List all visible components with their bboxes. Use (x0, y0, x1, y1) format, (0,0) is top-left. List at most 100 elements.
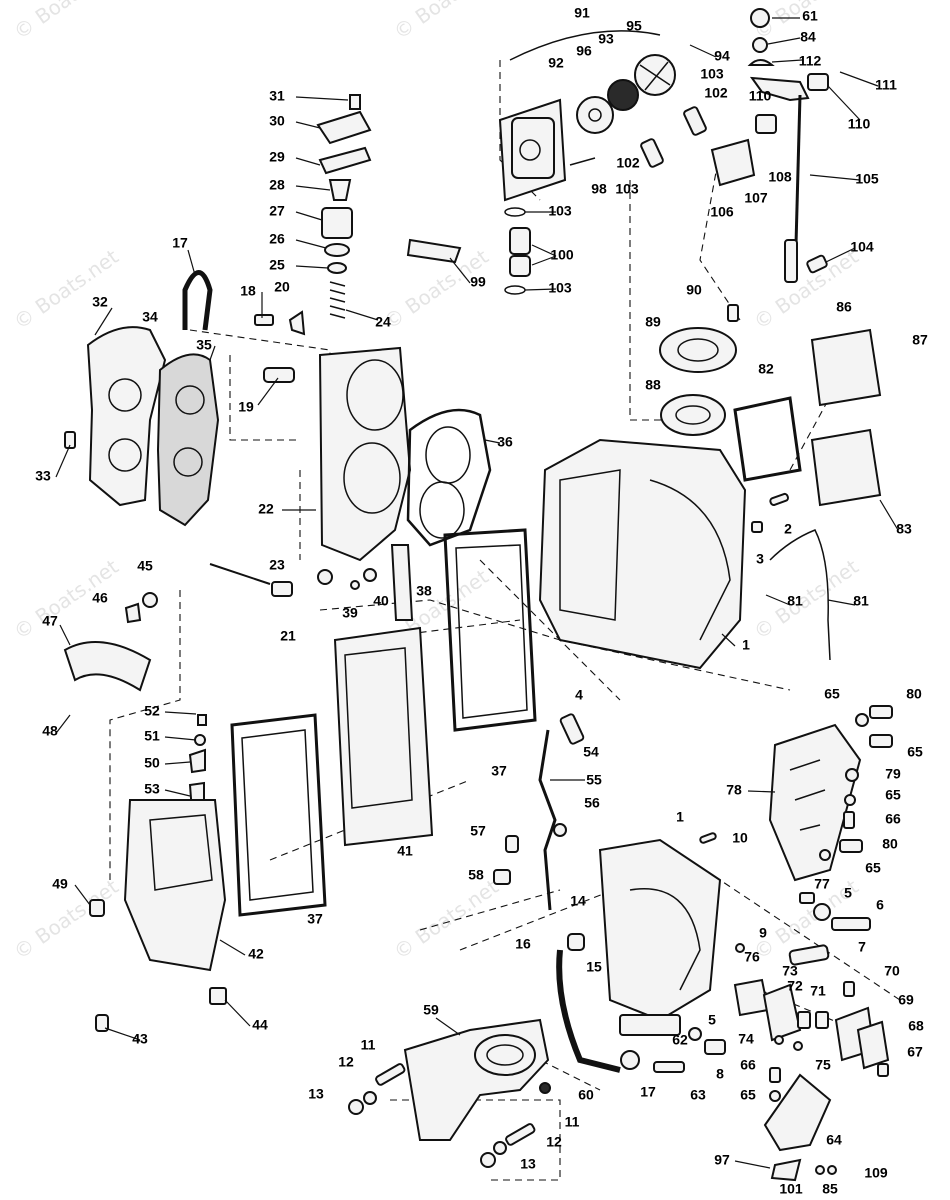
exhaust-cover-group (230, 528, 537, 917)
callout-22: 22 (258, 501, 274, 517)
callout-33: 33 (35, 468, 51, 484)
callout-101: 101 (779, 1181, 803, 1197)
leader-lines (55, 17, 899, 1169)
callout-19: 19 (238, 399, 254, 415)
right-bracket-group (735, 705, 893, 966)
callout-63: 63 (690, 1087, 706, 1103)
callout-76: 76 (744, 949, 760, 965)
callout-65: 65 (907, 744, 923, 760)
callout-29: 29 (269, 149, 285, 165)
callout-85: 85 (822, 1181, 838, 1197)
callout-58: 58 (468, 867, 484, 883)
callout-104: 104 (850, 239, 874, 255)
callout-66: 66 (740, 1057, 756, 1073)
callout-64: 64 (826, 1132, 842, 1148)
callout-6: 6 (876, 897, 884, 913)
callout-14: 14 (570, 893, 586, 909)
callout-80: 80 (906, 686, 922, 702)
callout-13: 13 (520, 1156, 536, 1172)
callout-71: 71 (810, 983, 826, 999)
callout-5: 5 (708, 1012, 716, 1028)
callout-57: 57 (470, 823, 486, 839)
callout-45: 45 (137, 558, 153, 574)
callout-61: 61 (802, 8, 818, 24)
callout-17: 17 (640, 1084, 656, 1100)
callout-48: 48 (42, 723, 58, 739)
watermark-text: © Boats.net (389, 874, 503, 964)
callout-42: 42 (248, 946, 264, 962)
callout-91: 91 (574, 5, 590, 21)
callout-82: 82 (758, 361, 774, 377)
callout-37: 37 (307, 911, 323, 927)
callout-102: 102 (704, 85, 728, 101)
callout-106: 106 (710, 204, 734, 220)
callout-97: 97 (714, 1152, 730, 1168)
callout-2: 2 (784, 521, 792, 537)
callout-87: 87 (912, 332, 928, 348)
callout-102: 102 (616, 155, 640, 171)
callout-28: 28 (269, 177, 285, 193)
callout-108: 108 (768, 169, 792, 185)
callout-111: 111 (875, 77, 897, 93)
callout-27: 27 (269, 203, 285, 219)
callout-98: 98 (591, 181, 607, 197)
callout-7: 7 (858, 939, 866, 955)
callout-44: 44 (252, 1017, 268, 1033)
callout-72: 72 (787, 978, 803, 994)
callout-79: 79 (885, 766, 901, 782)
callout-43: 43 (132, 1031, 148, 1047)
callout-30: 30 (269, 113, 285, 129)
callout-26: 26 (269, 231, 285, 247)
callout-81: 81 (853, 593, 869, 609)
callout-18: 18 (240, 283, 256, 299)
callout-103: 103 (548, 203, 572, 219)
callout-67: 67 (907, 1044, 923, 1060)
callout-50: 50 (144, 755, 160, 771)
callout-8: 8 (716, 1066, 724, 1082)
callout-31: 31 (269, 88, 285, 104)
callout-38: 38 (416, 583, 432, 599)
callout-68: 68 (908, 1018, 924, 1034)
callout-107: 107 (744, 190, 768, 206)
callout-1: 1 (742, 637, 750, 653)
callout-74: 74 (738, 1031, 754, 1047)
callout-37: 37 (491, 763, 507, 779)
callout-88: 88 (645, 377, 661, 393)
watermark-text: © Boats.net (749, 244, 863, 334)
callout-17: 17 (172, 235, 188, 251)
callout-51: 51 (144, 728, 160, 744)
callout-62: 62 (672, 1032, 688, 1048)
callout-5: 5 (844, 885, 852, 901)
callout-65: 65 (865, 860, 881, 876)
callout-99: 99 (470, 274, 486, 290)
callout-60: 60 (578, 1087, 594, 1103)
callout-109: 109 (864, 1165, 888, 1181)
callout-86: 86 (836, 299, 852, 315)
lower-mount-bracket (348, 1018, 551, 1168)
callout-100: 100 (550, 247, 574, 263)
callout-66: 66 (885, 811, 901, 827)
watermark-text: © Boats.net (389, 0, 503, 44)
callout-75: 75 (815, 1057, 831, 1073)
callout-15: 15 (586, 959, 602, 975)
callout-46: 46 (92, 590, 108, 606)
watermark-text: © Boats.net (9, 0, 123, 44)
callout-11: 11 (361, 1037, 376, 1053)
mounting-plate-group (63, 592, 227, 1032)
callout-112: 112 (799, 53, 822, 69)
linkage-lever-group (493, 713, 585, 911)
callout-80: 80 (882, 836, 898, 852)
callout-35: 35 (196, 337, 212, 353)
callout-1: 1 (676, 809, 684, 825)
lower-right-covers (733, 978, 890, 1182)
callout-59: 59 (423, 1002, 439, 1018)
callout-4: 4 (575, 687, 583, 703)
crankcase-assembly (538, 304, 882, 670)
callout-36: 36 (497, 434, 513, 450)
callout-81: 81 (787, 593, 803, 609)
callout-23: 23 (269, 557, 285, 573)
callout-41: 41 (397, 843, 413, 859)
callout-16: 16 (515, 936, 531, 952)
callout-73: 73 (782, 963, 798, 979)
